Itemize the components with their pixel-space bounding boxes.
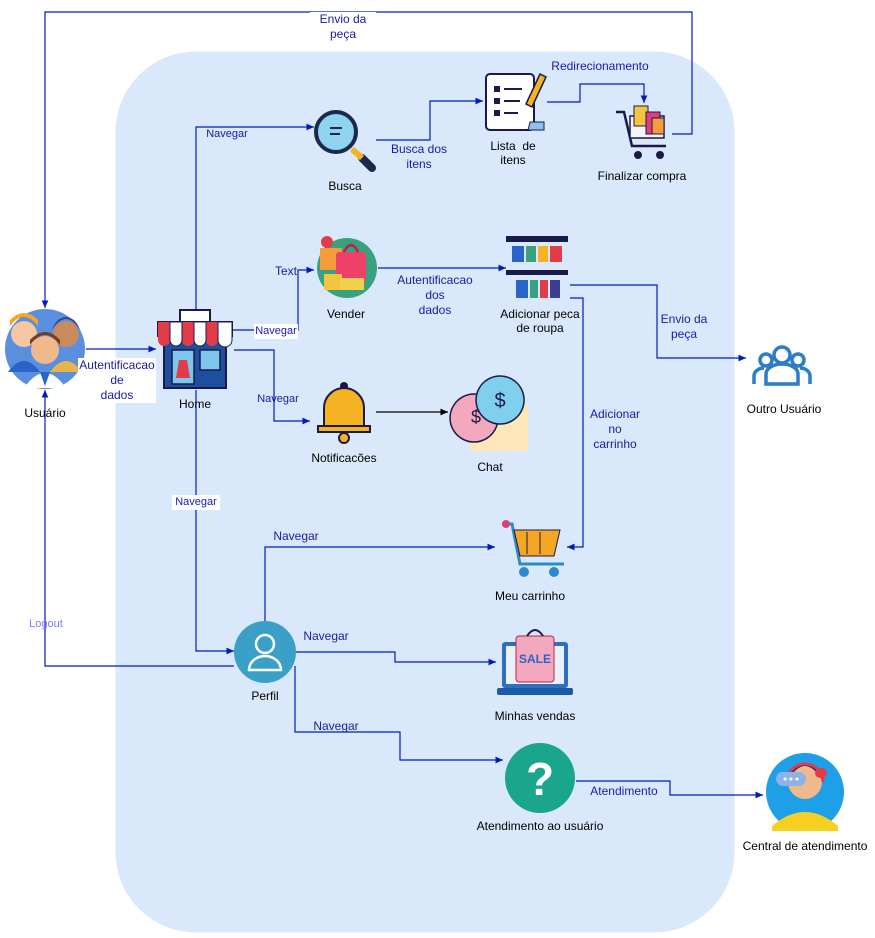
edge-perfil-carrinho xyxy=(264,543,495,621)
chat-bubbles-icon[interactable]: $ $ xyxy=(449,375,528,451)
svg-text:$: $ xyxy=(494,390,505,412)
node-label-adicionar-peca: Adicionar peca de roupa xyxy=(500,307,580,335)
node-label-finalizar: Finalizar compra xyxy=(597,169,687,183)
edge-label-atendimento: Atendimento xyxy=(590,784,658,798)
node-label-meu-carrinho: Meu carrinho xyxy=(494,589,566,603)
checklist-icon[interactable] xyxy=(485,72,547,131)
edge-label-logout: Logout xyxy=(29,618,63,630)
edge-label-navegar-busca: Navegar xyxy=(206,128,248,140)
node-label-notificacoes: Notificacões xyxy=(311,451,377,465)
edge-label-navegar-notif: Navegar xyxy=(257,393,299,405)
bell-icon[interactable] xyxy=(317,382,371,444)
edge-label-navegar-atendimento: Navegar xyxy=(313,719,359,733)
users-outline-icon[interactable] xyxy=(752,345,812,386)
user-group-icon[interactable] xyxy=(5,309,85,389)
edge-label-envio-peca-top: Envio da peça xyxy=(310,12,376,42)
edge-perfil-vendas xyxy=(296,651,496,666)
edge-label-autentic-usuario: Autentificacao de dados xyxy=(78,358,156,403)
edge-label-adicionar-carrinho: Adicionar no carrinho xyxy=(589,407,641,451)
node-label-central: Central de atendimento xyxy=(742,839,868,853)
edge-label-navegar-home-perfil: Navegar xyxy=(172,495,220,510)
node-label-busca: Busca xyxy=(328,179,362,193)
edge-home-notif xyxy=(234,349,310,425)
edge-label-navegar-vender: Navegar xyxy=(254,324,298,339)
shopping-cart-bags-icon[interactable] xyxy=(616,105,666,159)
svg-text:$: $ xyxy=(471,407,481,427)
edge-peca-outro xyxy=(570,284,746,362)
node-label-perfil: Perfil xyxy=(251,689,279,703)
edge-atendimento-central xyxy=(576,780,763,799)
storefront-icon[interactable] xyxy=(157,309,233,389)
node-label-atendimento-usuario: Atendimento ao usuário xyxy=(476,819,604,833)
edge-busca-lista xyxy=(376,97,483,141)
edge-label-autentic-vender: Autentificacao dos dados xyxy=(397,273,473,317)
node-label-home: Home xyxy=(178,397,211,411)
edge-logout xyxy=(41,390,234,667)
edge-perfil-atendimento xyxy=(294,666,503,764)
clothes-rack-icon[interactable] xyxy=(506,236,568,298)
edge-label-busca-dos-itens: Busca dos itens xyxy=(390,142,448,171)
svg-text:SALE: SALE xyxy=(519,652,551,666)
question-icon[interactable]: ? xyxy=(505,743,575,813)
node-label-minhas-vendas: Minhas vendas xyxy=(494,709,576,723)
node-label-usuario: Usuário xyxy=(24,406,66,420)
laptop-sale-icon[interactable]: SALE xyxy=(497,629,573,695)
cart-icon[interactable] xyxy=(502,520,564,577)
node-label-chat: Chat xyxy=(477,460,503,474)
edge-redirecionamento xyxy=(547,83,648,103)
node-label-outro-usuario: Outro Usuário xyxy=(746,402,822,416)
app-panel xyxy=(115,51,735,933)
edge-label-redirecionamento: Redirecionamento xyxy=(551,59,649,73)
edge-label-navegar-carrinho: Navegar xyxy=(273,529,319,543)
svg-text:?: ? xyxy=(526,753,554,805)
edge-peca-carrinho xyxy=(567,297,584,551)
edge-label-envio-peca-outro: Envio da peça xyxy=(660,312,708,341)
profile-icon[interactable] xyxy=(234,621,296,683)
magnifier-icon[interactable] xyxy=(314,110,376,172)
node-label-lista: Lista de itens xyxy=(490,139,536,167)
support-agent-icon[interactable] xyxy=(766,753,844,831)
edge-home-perfil xyxy=(195,390,234,655)
edge-label-navegar-vendas: Navegar xyxy=(303,629,349,643)
edge-home-busca xyxy=(195,123,314,312)
node-label-vender: Vender xyxy=(326,307,366,321)
edge-label-text: Text xyxy=(274,264,297,278)
gift-bags-icon[interactable] xyxy=(317,236,377,298)
edge-envio-peca-top xyxy=(41,11,693,308)
